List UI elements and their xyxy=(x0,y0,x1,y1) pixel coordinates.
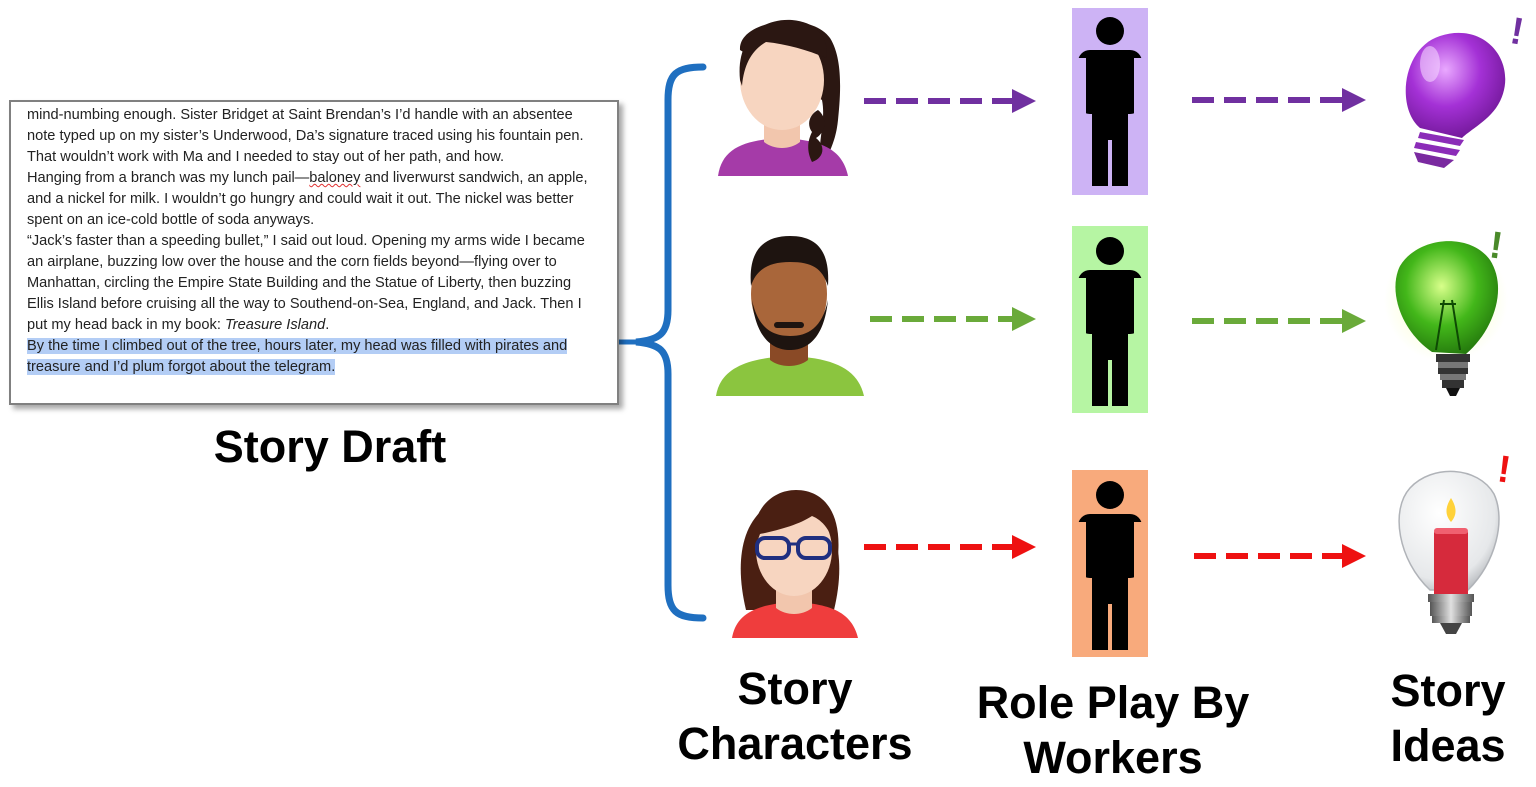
role-play-caption: Role Play By Workers xyxy=(976,677,1250,783)
draft-line: and a nickel for milk. I wouldn’t go hun… xyxy=(27,191,574,207)
spellcheck-flagged-word: baloney xyxy=(309,170,361,186)
draft-line-segment: put my head back in my book: xyxy=(27,317,225,333)
character-woman-braid-avatar xyxy=(718,19,848,176)
story-draft-caption: Story Draft xyxy=(213,421,447,472)
candle-bulb-icon xyxy=(1398,470,1500,634)
draft-line-segment: . xyxy=(325,317,330,333)
worker-figure-3 xyxy=(1077,481,1143,650)
idea-exclamation-1: ! xyxy=(1507,10,1527,54)
draft-line: Ellis Island before cruising all the way… xyxy=(27,296,582,312)
worker-figure-2 xyxy=(1077,237,1143,406)
draft-line: That wouldn’t work with Ma and I needed … xyxy=(27,149,505,165)
character-bearded-man-avatar xyxy=(716,236,864,396)
draft-line: Hanging from a branch was my lunch pail—… xyxy=(27,168,607,189)
idea-exclamation-3: ! xyxy=(1495,448,1513,491)
arrowhead-1b xyxy=(1342,88,1366,112)
arrowhead-2a xyxy=(1012,307,1036,331)
green-bulb-icon xyxy=(1384,238,1508,396)
draft-line: an airplane, buzzing low over the house … xyxy=(27,254,557,270)
character-woman-glasses-avatar xyxy=(732,490,858,638)
draft-line: mind-numbing enough. Sister Bridget at S… xyxy=(27,107,573,123)
draft-line: “Jack’s faster than a speeding bullet,” … xyxy=(27,233,585,249)
arrowhead-3a xyxy=(1012,535,1036,559)
story-characters-caption: Story Characters xyxy=(677,663,913,769)
highlighted-text: By the time I climbed out of the tree, h… xyxy=(27,338,568,354)
highlighted-text: treasure and I’d plum forgot about the t… xyxy=(27,359,336,375)
draft-line: Manhattan, circling the Empire State Bui… xyxy=(27,275,572,291)
draft-line: note typed up on my sister’s Underwood, … xyxy=(27,128,584,144)
story-ideas-caption: Story Ideas xyxy=(1390,665,1506,771)
grouping-bracket xyxy=(635,63,707,622)
draft-line: spent on an ice-cold bottle of soda anyw… xyxy=(27,212,315,228)
draft-line-segment: and liverwurst sandwich, an apple, xyxy=(360,170,588,186)
story-draft-document: mind-numbing enough. Sister Bridget at S… xyxy=(9,100,619,405)
draft-line-segment: Hanging from a branch was my lunch pail— xyxy=(27,170,310,186)
idea-exclamation-2: ! xyxy=(1487,224,1505,267)
highlighted-line: By the time I climbed out of the tree, h… xyxy=(27,336,607,357)
arrowhead-3b xyxy=(1342,544,1366,568)
highlighted-line: treasure and I’d plum forgot about the t… xyxy=(27,357,607,378)
book-title: Treasure Island xyxy=(224,317,326,333)
purple-bulb-icon xyxy=(1405,32,1506,168)
arrowhead-2b xyxy=(1342,309,1366,333)
worker-figure-1 xyxy=(1077,17,1143,186)
arrowhead-1a xyxy=(1012,89,1036,113)
glasses-icon xyxy=(755,536,791,560)
draft-line: put my head back in my book: Treasure Is… xyxy=(27,315,607,336)
